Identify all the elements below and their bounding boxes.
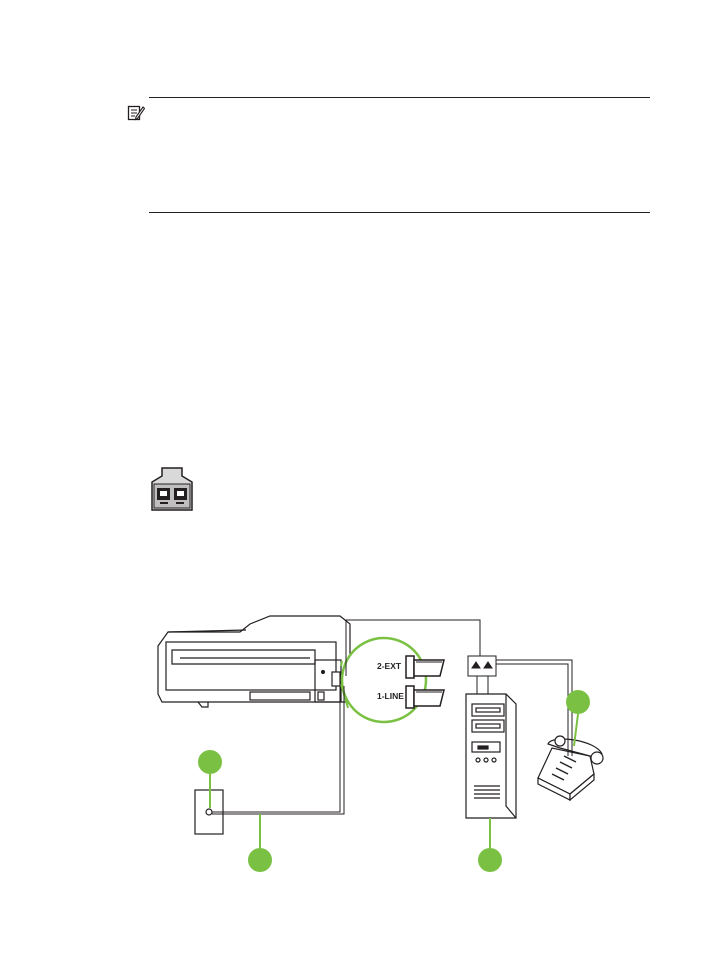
callout-1 bbox=[198, 750, 222, 774]
callout-markers bbox=[198, 690, 590, 872]
parallel-splitter-icon bbox=[151, 467, 193, 511]
printer bbox=[157, 615, 351, 708]
note-top-rule bbox=[149, 97, 650, 98]
callout-2 bbox=[248, 848, 272, 872]
phone-cords bbox=[212, 619, 573, 815]
telephone bbox=[537, 735, 604, 802]
diagram-splitter bbox=[467, 655, 497, 677]
callout-3 bbox=[478, 848, 502, 872]
note-icon bbox=[127, 105, 145, 121]
port-2-ext-label: 2-EXT bbox=[377, 661, 402, 671]
line-port-jack bbox=[405, 685, 445, 709]
note-bottom-rule bbox=[149, 212, 650, 213]
port-1-line-label: 1-LINE bbox=[377, 691, 404, 701]
ext-port-jack bbox=[405, 655, 445, 679]
connection-diagram: 2-EXT 1-LINE bbox=[157, 615, 604, 872]
port-zoom-callout: 2-EXT 1-LINE bbox=[340, 636, 445, 724]
callout-4 bbox=[566, 690, 590, 714]
computer bbox=[465, 693, 517, 819]
